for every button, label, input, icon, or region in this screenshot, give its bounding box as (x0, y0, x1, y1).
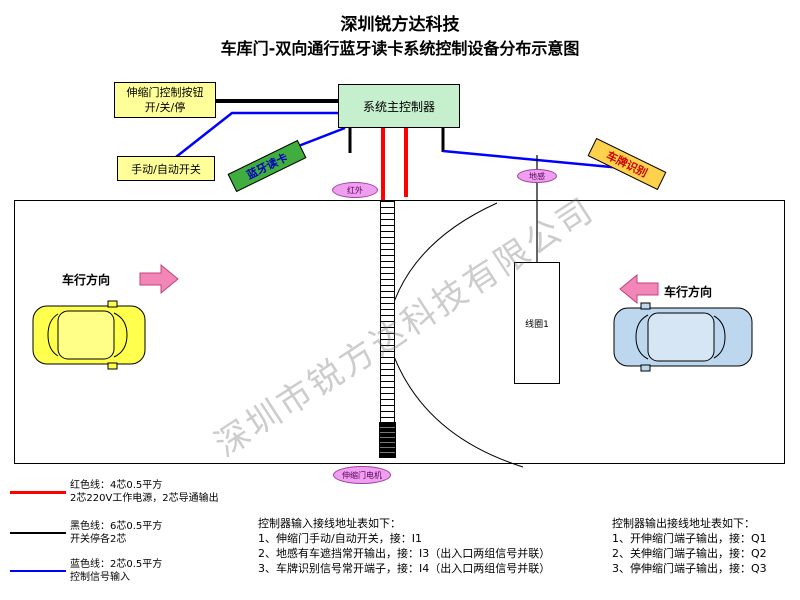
input-table-row: 2、地感有车遮挡常开输出，接：I3（出入口两组信号并联） (258, 547, 551, 560)
gate-arc-upper (385, 202, 498, 333)
legend-blue-line (10, 570, 66, 572)
output-table-title: 控制器输出接线地址表如下： (612, 517, 755, 530)
input-table-title: 控制器输入接线地址表如下： (258, 517, 401, 530)
arrow-right-icon (139, 263, 179, 295)
legend-blue-label: 蓝色线：2芯0.5平方 (70, 559, 163, 570)
direction-label-left: 车行方向 (62, 273, 111, 287)
infrared-sensor: 红外 (332, 182, 378, 198)
legend-black-label: 黑色线：6芯0.5平方 (70, 521, 163, 532)
diagram-subtitle: 车库门-双向通行蓝牙读卡系统控制设备分布示意图 (220, 39, 580, 58)
legend-blue-desc: 控制信号输入 (70, 572, 130, 583)
output-table-row: 1、开伸缩门端子输出，接：Q1 (612, 532, 767, 545)
manual-auto-switch-box: 手动/自动开关 (117, 156, 215, 181)
retractable-door-machine (379, 422, 396, 458)
coil-1-box: 线圈1 (514, 262, 560, 384)
legend-red-label: 红色线：4芯0.5平方 (70, 480, 163, 491)
ground-sensor: 地感 (517, 169, 557, 183)
arrow-left-icon (619, 273, 659, 305)
door-motor-label: 伸缩门电机 (333, 466, 391, 484)
retractable-door-track (380, 201, 395, 424)
output-table-row: 3、停伸缩门端子输出，接：Q3 (612, 562, 767, 575)
car-blue-right (613, 302, 753, 372)
company-title: 深圳锐方达科技 (340, 15, 460, 35)
output-address-table: 控制器输出接线地址表如下： 1、开伸缩门端子输出，接：Q1 2、关伸缩门端子输出… (612, 516, 767, 576)
blue-wire-to-switch (175, 111, 339, 158)
parking-area-outline (14, 200, 785, 464)
input-table-row: 1、伸缩门手动/自动开关，接：I1 (258, 532, 422, 545)
door-control-button-box: 伸缩门控制按钮 开/关/停 (114, 82, 216, 118)
legend-red-line (10, 491, 66, 494)
legend-red-text: 红色线：4芯0.5平方 2芯220V工作电源，2芯导通输出 (70, 479, 219, 505)
legend-black-desc: 开关停各2芯 (70, 534, 127, 545)
input-address-table: 控制器输入接线地址表如下： 1、伸缩门手动/自动开关，接：I1 2、地感有车遮挡… (258, 516, 550, 576)
input-table-row: 3、车牌识别信号常开端子，接：I4（出入口两组信号并联） (258, 562, 551, 575)
blue-wire-to-plate (442, 149, 643, 172)
main-controller-box: 系统主控制器 (338, 84, 460, 128)
gate-arc-lower (385, 331, 524, 468)
door-button-line2: 开/关/停 (144, 101, 186, 114)
legend-black-text: 黑色线：6芯0.5平方 开关停各2芯 (70, 520, 162, 546)
legend-red-desc: 2芯220V工作电源，2芯导通输出 (70, 493, 219, 504)
legend-black-line (10, 532, 66, 534)
door-button-line1: 伸缩门控制按钮 (126, 86, 204, 99)
output-table-row: 2、关伸缩门端子输出，接：Q2 (612, 547, 767, 560)
direction-label-right: 车行方向 (664, 285, 713, 299)
car-yellow-left (32, 300, 146, 370)
legend-blue-text: 蓝色线：2芯0.5平方 控制信号输入 (70, 558, 162, 584)
